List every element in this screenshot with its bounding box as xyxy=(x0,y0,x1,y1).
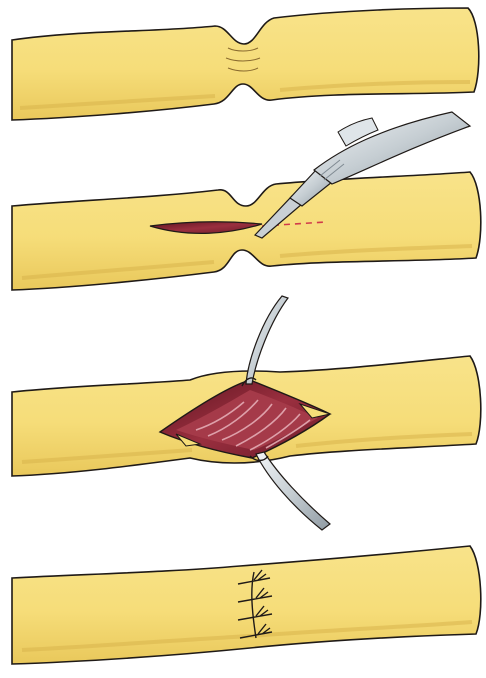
step-3-retraction xyxy=(12,296,481,530)
step-2-incision xyxy=(12,112,481,290)
step-4-closure xyxy=(12,546,481,664)
step-1-stricture xyxy=(12,8,479,120)
retractor-icon xyxy=(250,452,330,530)
